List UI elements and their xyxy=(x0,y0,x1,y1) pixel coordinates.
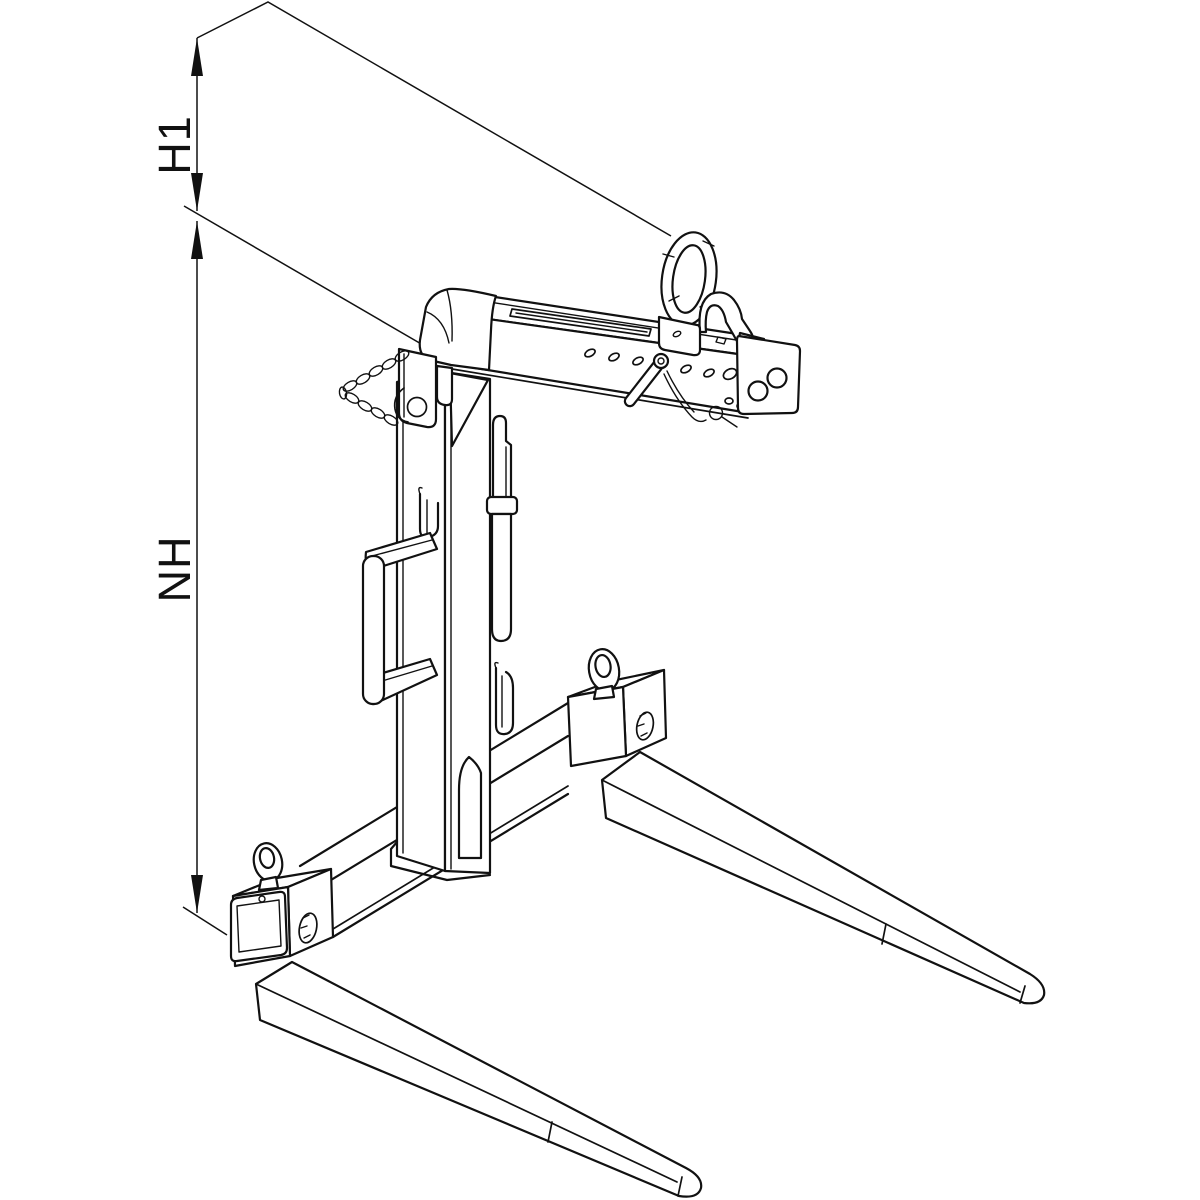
ring-weld-tick xyxy=(662,253,675,258)
eye-bolt-right-collar xyxy=(592,684,616,701)
retaining-clip-wire xyxy=(666,370,695,413)
h1-arrow-up-icon xyxy=(191,38,203,76)
right-hole-tick xyxy=(640,732,648,737)
boom-hole xyxy=(608,352,620,362)
nh-arrow-up-icon xyxy=(191,221,203,259)
chain-links xyxy=(338,350,410,426)
boom-stud xyxy=(724,397,734,405)
hanger-lug-slot xyxy=(672,330,682,338)
storage-hook-left-prong xyxy=(418,486,423,495)
chain-link xyxy=(338,386,348,400)
chain-assembly xyxy=(338,347,438,429)
right-hole-tick xyxy=(639,712,647,717)
storage-hook-right-prong xyxy=(494,661,499,669)
fork-arm-right-tip-edge xyxy=(1019,985,1026,1004)
shackle-clip-ring xyxy=(406,396,428,418)
mast-cap-skirt xyxy=(435,364,454,407)
dimension-annotations: H1 NH xyxy=(149,1,672,936)
retaining-clip-loop xyxy=(708,405,724,421)
fork-arm-left-taper-edge xyxy=(547,1121,553,1143)
lock-pin xyxy=(623,352,738,428)
mast-cap xyxy=(418,287,498,407)
left-block-screw xyxy=(258,895,266,903)
boom-slot-inner-line xyxy=(515,312,648,333)
end-plate-hole xyxy=(747,380,769,402)
ring-weld-tick xyxy=(702,240,715,247)
left-hole-tick xyxy=(303,934,311,939)
fork-arm-right-body xyxy=(600,750,1046,1005)
fork-clamp-block-left xyxy=(229,842,335,968)
left-block-end-cap-inner xyxy=(236,899,282,953)
lifting-ring xyxy=(660,231,718,327)
nh-dimension-label: NH xyxy=(149,536,200,603)
slide-hook-strip xyxy=(491,414,513,502)
mast-base-foot xyxy=(389,840,492,882)
eye-bolt-left-hole xyxy=(258,847,276,869)
right-hole-tick xyxy=(637,723,645,727)
hand-grip-bar xyxy=(361,554,386,706)
fork-arm-left xyxy=(254,960,703,1198)
boom-end-plate xyxy=(735,334,802,416)
eye-bolt-left xyxy=(252,842,284,892)
h1-dimension-label: H1 xyxy=(149,115,200,175)
fork-arm-left-body xyxy=(254,960,703,1198)
mast-cap-crease xyxy=(426,311,450,344)
h1-nh-extension-line-mid xyxy=(183,205,424,346)
ring-weld-tick xyxy=(668,295,680,302)
left-block-end-cap xyxy=(229,890,289,963)
left-hole-tick xyxy=(300,925,308,929)
left-block-side-hole xyxy=(298,912,318,944)
fork-arm-left-tip-edge xyxy=(677,1176,683,1197)
mast-left-face xyxy=(395,370,447,873)
hand-grip-assembly xyxy=(361,531,439,706)
lock-pin-head-ring xyxy=(652,352,670,370)
lock-pin-head-hole xyxy=(657,357,665,365)
end-plate-hole xyxy=(766,367,788,389)
boom-hole xyxy=(632,356,644,366)
nh-arrow-down-icon xyxy=(191,875,203,913)
mast-cap-body xyxy=(418,287,498,372)
boom-hole xyxy=(584,348,596,358)
chain-link xyxy=(383,414,399,426)
boom-hole-large xyxy=(722,367,738,381)
storage-hook-right xyxy=(494,666,515,736)
eye-bolt-right-hole xyxy=(594,653,612,679)
slide-tube xyxy=(490,512,513,643)
boom-bottom-double-edge xyxy=(451,368,749,419)
mast-top-gusset xyxy=(448,371,490,448)
retaining-clip-wire xyxy=(663,373,707,423)
hanger-lug-plate xyxy=(657,315,702,357)
left-hole-tick xyxy=(302,914,310,919)
shackle-clip-hook xyxy=(393,387,409,423)
boom-hole xyxy=(703,368,715,378)
nh-extension-line-bottom xyxy=(182,906,228,936)
h1-arrow-down-icon xyxy=(191,173,203,211)
fork-clamp-block-right xyxy=(566,648,668,768)
eye-bolt-left-collar xyxy=(257,875,280,892)
fork-arm-left-top-edge xyxy=(255,983,678,1183)
slide-collar xyxy=(485,495,519,516)
fork-arm-right-top-edge xyxy=(601,779,1021,993)
fork-arm-right-taper-edge xyxy=(881,923,887,945)
mast-cap-crease xyxy=(446,289,453,342)
fork-arm-right xyxy=(600,750,1046,1005)
boom-hole xyxy=(680,364,692,374)
mast-base-gusset xyxy=(457,755,483,860)
chain-link xyxy=(342,380,358,392)
retaining-clip-tail xyxy=(721,416,738,428)
grip-bracket-top-fold xyxy=(371,539,433,557)
boom-top-slot-small xyxy=(715,336,727,345)
lifting-ring-inner xyxy=(671,244,707,314)
boom-beam xyxy=(436,231,802,428)
mast-assembly xyxy=(338,287,519,882)
eye-bolt-right xyxy=(587,648,621,701)
right-block-side-hole xyxy=(635,711,655,741)
slide-tube-assembly xyxy=(485,414,519,736)
h1-extension-line-top xyxy=(196,1,672,237)
